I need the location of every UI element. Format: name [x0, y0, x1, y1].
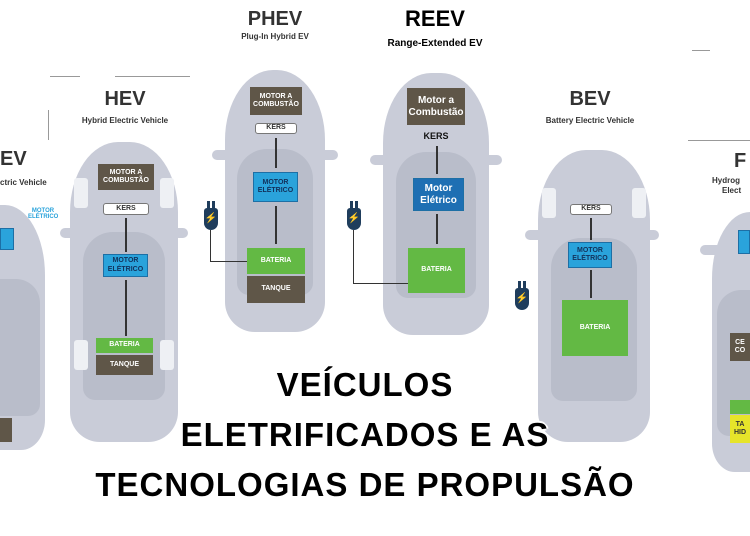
electric-motor-box: Motor Elétrico: [413, 178, 464, 211]
vehicle-subtitle: Plug-In Hybrid EV: [241, 32, 309, 41]
headline-line-3: TECNOLOGIAS DE PROPULSÃO: [95, 466, 635, 503]
kers-box: KERS: [570, 204, 612, 215]
tank-box: TANQUE: [96, 355, 153, 375]
kers-label: KERS: [423, 131, 449, 141]
battery-box: BATERIA: [408, 248, 465, 293]
vehicle-title: EV: [0, 148, 27, 170]
combustion-engine-box: MOTOR A COMBUSTÃO: [98, 164, 154, 190]
electric-motor-box: MOTOR ELÉTRICO: [103, 254, 148, 277]
kers-box: KERS: [103, 203, 149, 215]
vehicle-subtitle: Range-Extended EV: [387, 38, 483, 49]
electric-motor-box: MOTOR ELÉTRICO: [568, 242, 612, 268]
vehicle-subtitle: Battery Electric Vehicle: [545, 116, 635, 125]
charging-cable: [210, 230, 247, 262]
motor-label: MOTOR ELÉTRICO: [28, 208, 59, 220]
electric-motor-box: [738, 230, 750, 254]
vehicle-title: F: [734, 150, 747, 172]
headline-line-2: ELETRIFICADOS E AS: [180, 416, 550, 453]
battery-box: [730, 400, 750, 414]
tank-box: TANQUE: [247, 276, 305, 303]
divider: [688, 140, 750, 141]
divider: [115, 76, 190, 77]
plug-icon: ⚡: [515, 281, 529, 310]
battery-box: BATERIA: [247, 248, 305, 274]
divider: [692, 50, 710, 51]
combustion-engine-box: Motor a Combustão: [407, 88, 465, 125]
battery-box: BATERIA: [96, 338, 153, 353]
combustion-engine-box: MOTOR A COMBUSTÃO: [250, 87, 302, 115]
kers-box: KERS: [255, 123, 297, 134]
fuel-cell-box: CE CO: [730, 333, 750, 361]
plug-icon: ⚡: [204, 201, 218, 230]
vehicle-subtitle: Hydrog: [712, 176, 740, 185]
vehicle-title: REEV: [405, 6, 465, 31]
electric-motor-box: [0, 228, 14, 250]
vehicle-subtitle: ctric Vehicle: [0, 178, 47, 187]
vehicle-subtitle: Hybrid Electric Vehicle: [81, 116, 169, 125]
charging-cable: [353, 230, 408, 284]
hydrogen-tank-box: TA HID: [730, 415, 750, 443]
divider: [48, 110, 49, 140]
divider: [50, 76, 80, 77]
combustion-box: [0, 418, 12, 442]
vehicle-title: HEV: [104, 88, 146, 110]
plug-icon: ⚡: [347, 201, 361, 230]
vehicle-title: PHEV: [247, 8, 303, 30]
electric-motor-box: MOTOR ELÉTRICO: [253, 172, 298, 202]
battery-box: BATERIA: [562, 300, 628, 356]
headline-line-1: VEÍCULOS: [276, 366, 454, 403]
vehicle-subtitle: Elect: [722, 186, 742, 195]
vehicle-title: BEV: [569, 88, 611, 110]
